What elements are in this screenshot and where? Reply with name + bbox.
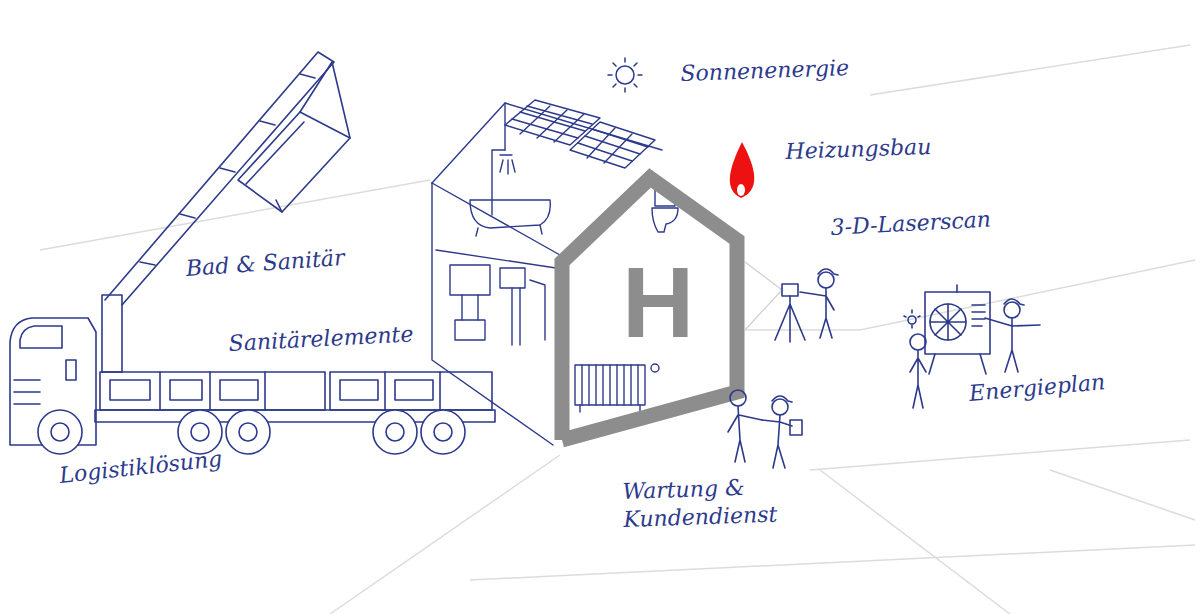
handwritten-label: 3-D-Laserscan [830,206,992,242]
scan-beams [745,262,782,330]
people-figures [728,269,1040,468]
handwritten-label: Sanitärelemente [228,320,414,357]
logo-house-outline [562,178,737,440]
truck-crane [10,52,495,454]
handwritten-label: Bad & Sanitär [185,244,345,283]
handwritten-label: Wartung & Kundendienst [622,472,804,533]
handwritten-label: Logistiklösung [58,445,223,489]
logo-letter: H [622,252,694,352]
handwritten-label: Sonnenenergie [680,54,850,87]
handwritten-label: Heizungsbau [785,133,932,166]
flame-icon [730,142,754,198]
perspective-lines [40,45,1195,614]
handwritten-label: Energieplan [968,368,1106,407]
sun-icon [608,58,642,92]
